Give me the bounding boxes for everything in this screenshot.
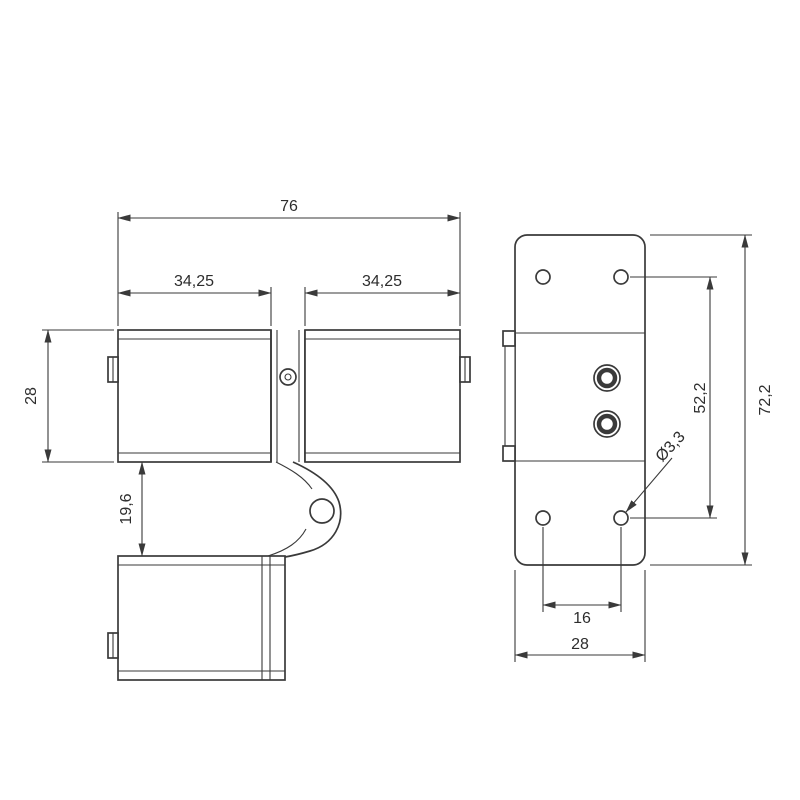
dim-label-total-width: 76	[280, 198, 298, 215]
mounting-hole-top-right	[613, 269, 629, 285]
dim-label-leaf-offset: 19,6	[118, 493, 135, 524]
screw-head-circle	[279, 368, 297, 386]
dim-label-body-height: 28	[23, 387, 40, 405]
boss-lower-outer-circle	[593, 410, 621, 438]
dim-label-hole-span-horizontal: 16	[573, 610, 591, 627]
pivot-circle	[309, 498, 335, 524]
dim-label-plate-width: 28	[571, 636, 589, 653]
dim-label-left-leaf: 34,25	[174, 273, 214, 290]
boss-upper-ring	[596, 367, 618, 389]
knuckle-side-cap-bottom	[502, 445, 516, 462]
mounting-hole-bottom-right	[613, 510, 629, 526]
boss-lower-ring	[596, 413, 618, 435]
knuckle-side-cap-top	[502, 330, 516, 347]
boss-upper-outer-circle	[593, 364, 621, 392]
pivot-arm-inner-arc	[267, 528, 307, 557]
front-view	[107, 329, 471, 681]
lower-leaf-body	[117, 555, 286, 681]
mounting-hole-top-left	[535, 269, 551, 285]
dim-label-hole-span-vertical: 52,2	[692, 382, 709, 413]
pivot-arm-inner-arc	[275, 461, 313, 490]
dim-label-total-height: 72,2	[757, 384, 774, 415]
leader-line-hole-diameter	[625, 457, 673, 513]
right-leaf-body	[304, 329, 461, 463]
side-view	[502, 234, 646, 566]
mounting-hole-bottom-left	[535, 510, 551, 526]
knuckle-side-strip	[504, 332, 516, 462]
dim-label-right-leaf: 34,25	[362, 273, 402, 290]
left-leaf-body	[117, 329, 272, 463]
pivot-arm-outline	[284, 461, 342, 558]
screw-center-dot	[284, 373, 292, 381]
